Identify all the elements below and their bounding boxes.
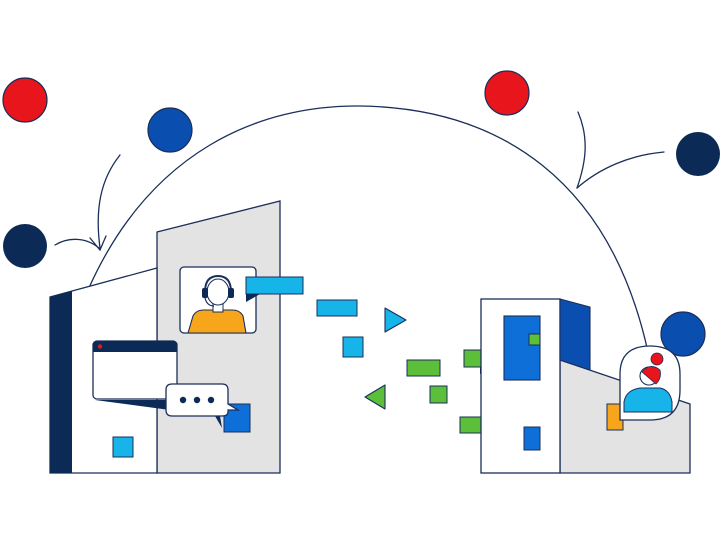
- navy-dot-right: [676, 132, 720, 176]
- cyan-message-bar-1: [245, 276, 304, 295]
- user-avatar-icon: [619, 345, 681, 421]
- left-curved-arrow: [54, 154, 121, 252]
- left-building: [49, 200, 281, 474]
- right-small-window: [523, 426, 541, 451]
- right-curved-arrow: [576, 111, 665, 189]
- connection-arc: [87, 105, 649, 353]
- red-dot-right: [484, 70, 530, 116]
- right-building: [480, 298, 691, 474]
- left-tower-gray: [156, 200, 281, 474]
- headset-agent-icon: [179, 266, 257, 334]
- green-message-bar-2: [406, 359, 441, 377]
- left-navy-strip: [50, 291, 72, 473]
- left-cyan-window: [112, 436, 134, 458]
- green-message-square-1: [429, 385, 448, 404]
- navy-dot-left: [3, 224, 47, 268]
- cyan-message-square: [342, 336, 364, 358]
- blue-dot-left: [147, 107, 193, 153]
- speech-bubble-dots-icon: [165, 383, 241, 428]
- play-triangle-icon: [384, 307, 407, 333]
- message-flow: [245, 276, 515, 434]
- red-dot-left: [2, 77, 48, 123]
- right-tower-blue-side: [559, 298, 591, 371]
- browser-window-icon: [92, 340, 178, 400]
- right-green-chip: [528, 333, 541, 346]
- window-shadow: [95, 400, 170, 410]
- blue-dot-right: [660, 311, 706, 357]
- right-big-window: [503, 315, 541, 381]
- cyan-message-bar-2: [316, 299, 358, 317]
- back-triangle-icon: [364, 384, 386, 410]
